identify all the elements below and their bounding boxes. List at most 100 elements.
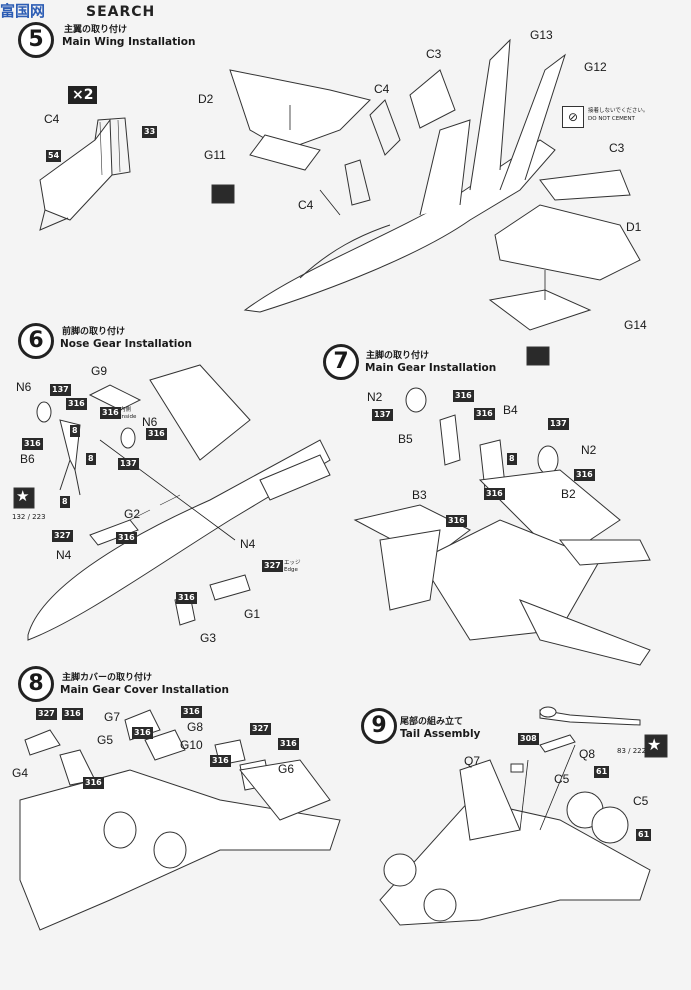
main-gear-drawing	[405, 387, 559, 491]
part-c4-upper: C4	[374, 82, 390, 96]
part-b5: B5	[398, 432, 413, 446]
step-8-title-en: Main Gear Cover Installation	[60, 684, 229, 696]
chip8-316-a: 316	[62, 708, 83, 720]
part-c3-lower: C3	[609, 141, 625, 155]
do-not-cement-jp: 接着しないでください。	[588, 108, 649, 114]
chip7-316-b: 316	[474, 408, 495, 420]
seat-chip-33: 33	[142, 126, 158, 138]
part-b6: B6	[20, 452, 35, 466]
part-q7: Q7	[464, 754, 481, 768]
part-g2: G2	[124, 507, 141, 521]
chip-316-e: 316	[116, 532, 137, 544]
chip8-327-b: 327	[250, 723, 271, 735]
step-9-number: 9	[361, 708, 397, 744]
part-n4-left: N4	[56, 548, 72, 562]
chip7-316-c: 316	[574, 469, 595, 481]
step-9-title-en: Tail Assembly	[400, 728, 481, 740]
edge-note-en: Edge	[284, 567, 298, 573]
nose-gear-fuselage-drawing	[27, 364, 331, 641]
chip7-8: 8	[507, 453, 517, 465]
part-g12: G12	[584, 60, 607, 74]
watermark-logo: 富国网	[0, 2, 46, 20]
part-c5-right: C5	[633, 794, 649, 808]
chip7-316-d: 316	[484, 488, 505, 500]
step-6-title-en: Nose Gear Installation	[60, 338, 193, 350]
chip-8-b: 8	[86, 453, 96, 465]
chip9-61-a: 61	[594, 766, 610, 778]
part-g4: G4	[12, 766, 29, 780]
part-b3: B3	[412, 488, 427, 502]
part-c4-lower: C4	[298, 198, 314, 212]
part-g1: G1	[244, 607, 261, 621]
part-d2: D2	[198, 92, 214, 106]
part-n4-right: N4	[240, 537, 256, 551]
gear-cover-drawing	[19, 709, 341, 931]
do-not-cement-en: DO NOT CEMENT	[588, 116, 635, 122]
edge-note-jp: エッジ	[284, 560, 301, 566]
part-g9: G9	[91, 364, 108, 378]
part-g11: G11	[204, 148, 226, 162]
step-5-title-en: Main Wing Installation	[62, 36, 196, 48]
part-b2: B2	[561, 487, 576, 501]
chip-316-c: 316	[22, 438, 43, 450]
chip-316-b: 316	[100, 407, 121, 419]
chip8-316-c: 316	[278, 738, 299, 750]
chip-327-a: 327	[52, 530, 73, 542]
part-c3-upper: C3	[426, 47, 442, 61]
chip-327-b: 327	[262, 560, 283, 572]
part-g10: G10	[180, 738, 203, 752]
nose-gear-drawing	[36, 384, 142, 496]
step-5-title-jp: 主翼の取り付け	[64, 25, 128, 35]
part-q8: Q8	[579, 747, 596, 761]
seat-part-label: C4	[44, 112, 60, 126]
seat-chip-54: 54	[46, 150, 62, 162]
chip8-316-b: 316	[181, 706, 202, 718]
watermark-text: SEARCH	[86, 4, 156, 20]
step-6-title-jp: 前脚の取り付け	[62, 327, 126, 337]
no-cement-icon: ⊘	[562, 106, 584, 128]
step-7-number: 7	[323, 344, 359, 380]
glue-markers-step5	[211, 184, 550, 366]
tail-assembly-drawing	[379, 706, 668, 926]
seat-quantity-badge: ×2	[68, 86, 98, 104]
chip-137-b: 137	[118, 458, 139, 470]
step-7-title-jp: 主脚の取り付け	[366, 351, 430, 361]
step-7-title-en: Main Gear Installation	[365, 362, 497, 374]
chip-316-f: 316	[176, 592, 197, 604]
step6-reference: 132 / 223	[12, 513, 46, 521]
chip9-308: 308	[518, 733, 539, 745]
chip9-61-b: 61	[636, 829, 652, 841]
chip7-316-e: 316	[446, 515, 467, 527]
inside-note-en: Inside	[120, 414, 137, 420]
part-c5-left: C5	[554, 772, 570, 786]
part-n2-right: N2	[581, 443, 597, 457]
chip-8-c: 8	[60, 496, 70, 508]
part-g3: G3	[200, 631, 217, 645]
chip7-137-a: 137	[372, 409, 393, 421]
main-wing-fuselage-drawing	[229, 38, 641, 331]
step-9-title-jp: 尾部の組み立て	[400, 717, 464, 727]
caution-star-icon-step9: ★	[647, 735, 662, 754]
part-g5: G5	[97, 733, 114, 747]
ejection-seat-drawing	[39, 117, 131, 231]
chip8-316-e: 316	[132, 727, 153, 739]
chip8-316-f: 316	[210, 755, 231, 767]
chip8-316-d: 316	[83, 777, 104, 789]
inside-note-jp: 内側	[120, 407, 132, 413]
chip7-316-a: 316	[453, 390, 474, 402]
part-n6-right: N6	[142, 415, 158, 429]
step9-reference: 83 / 222	[617, 747, 647, 755]
step-6-number: 6	[18, 323, 54, 359]
part-b4: B4	[503, 403, 518, 417]
part-g6: G6	[278, 762, 295, 776]
chip8-327-a: 327	[36, 708, 57, 720]
step-5-number: 5	[18, 22, 54, 58]
part-n2-left: N2	[367, 390, 383, 404]
chip-316-a: 316	[66, 398, 87, 410]
chip-8-a: 8	[70, 425, 80, 437]
chip-316-d: 316	[146, 428, 167, 440]
caution-star-step6	[13, 487, 35, 509]
part-n6-left: N6	[16, 380, 32, 394]
part-g14: G14	[624, 318, 647, 332]
